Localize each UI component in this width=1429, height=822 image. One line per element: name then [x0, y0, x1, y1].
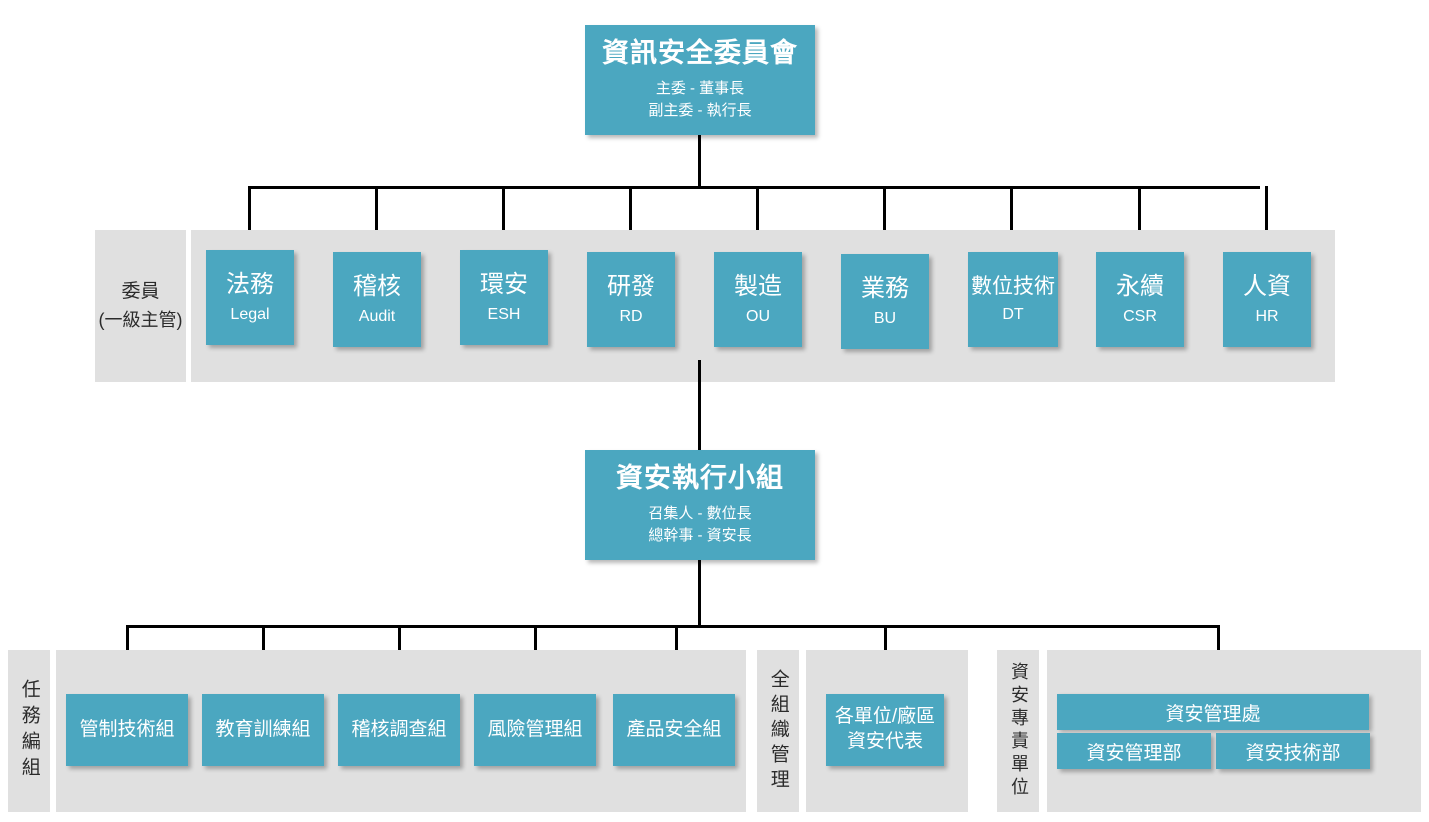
connector-committee-trunk [698, 135, 701, 188]
node-information-security-committee[interactable]: 資訊安全委員會 主委 - 董事長 副主委 - 執行長 [585, 25, 815, 135]
committee-member-esh-zh: 環安 [480, 271, 528, 299]
task-force-group-risk-management-label: 風險管理組 [487, 718, 583, 740]
committee-member-csr-en: CSR [1123, 307, 1157, 325]
connector-drop-rd [629, 186, 632, 250]
committee-member-ou[interactable]: 製造 OU [714, 252, 802, 347]
org-wide-representative-line-2: 資安代表 [846, 731, 923, 752]
org-wide-side-label: 全組織管理 [757, 650, 799, 812]
org-wide-side-label-stack: 全組織管理 [767, 668, 789, 794]
committee-side-label-line-1: 委員 [121, 281, 160, 303]
connector-drop-hr [1265, 186, 1268, 250]
committee-member-ou-en: OU [746, 307, 770, 325]
committee-member-dt-zh: 數位技術 [971, 274, 1055, 298]
org-wide-representative-line-1: 各單位/廠區 [834, 706, 936, 728]
dedicated-unit-head-office-label: 資安管理處 [1165, 703, 1261, 725]
committee-member-legal[interactable]: 法務 Legal [206, 250, 294, 345]
dedicated-unit-technology-dept-label: 資安技術部 [1245, 742, 1341, 764]
committee-member-dt-en: DT [1002, 306, 1024, 324]
committee-member-legal-zh: 法務 [226, 271, 274, 299]
connector-drop-bu [883, 186, 886, 250]
committee-side-label: 委員 (一級主管) [95, 230, 186, 382]
task-force-side-label-stack: 任務編組 [18, 679, 40, 783]
dedicated-unit-side-label-stack: 資安專責單位 [1008, 662, 1029, 800]
committee-member-rd[interactable]: 研發 RD [587, 252, 675, 347]
committee-member-bu-zh: 業務 [861, 275, 909, 303]
committee-member-csr[interactable]: 永續 CSR [1096, 252, 1184, 347]
dedicated-unit-side-label: 資安專責單位 [997, 650, 1039, 812]
committee-member-ou-zh: 製造 [734, 273, 782, 301]
committee-member-hr-zh: 人資 [1243, 273, 1291, 301]
execution-team-sub-secretary: 總幹事 - 資安長 [648, 527, 752, 545]
connector-bottom-bus [126, 625, 1219, 628]
committee-member-csr-zh: 永續 [1116, 273, 1164, 301]
committee-member-audit-en: Audit [358, 307, 396, 325]
committee-title: 資訊安全委員會 [602, 38, 798, 69]
committee-member-bu-en: BU [873, 309, 897, 327]
connector-drop-csr [1138, 186, 1141, 250]
committee-member-rd-zh: 研發 [607, 273, 655, 301]
connector-drop-esh [502, 186, 505, 250]
dedicated-unit-panel [1047, 650, 1421, 812]
task-force-group-training-label: 教育訓練組 [215, 718, 311, 740]
committee-member-dt[interactable]: 數位技術 DT [968, 252, 1058, 347]
committee-sub-chair: 主委 - 董事長 [655, 79, 745, 97]
execution-team-sub-convener: 召集人 - 數位長 [648, 504, 752, 522]
committee-member-bu[interactable]: 業務 BU [841, 254, 929, 349]
committee-sub-vice-chair: 副主委 - 執行長 [648, 102, 752, 120]
committee-member-audit[interactable]: 稽核 Audit [333, 252, 421, 347]
task-force-group-control-tech-label: 管制技術組 [79, 718, 175, 740]
connector-bottom-trunk [698, 560, 701, 628]
committee-side-label-line-2: (一級主管) [98, 309, 183, 330]
committee-member-hr-en: HR [1255, 307, 1279, 325]
committee-member-rd-en: RD [619, 307, 643, 325]
node-security-execution-team[interactable]: 資安執行小組 召集人 - 數位長 總幹事 - 資安長 [585, 450, 815, 560]
execution-team-title: 資安執行小組 [616, 463, 784, 494]
org-wide-security-representative[interactable]: 各單位/廠區 資安代表 [826, 694, 944, 766]
task-force-group-training[interactable]: 教育訓練組 [202, 694, 324, 766]
connector-committee-bus [248, 186, 1260, 189]
connector-mid-node-up [698, 360, 701, 450]
dedicated-unit-management-dept[interactable]: 資安管理部 [1057, 733, 1211, 769]
committee-member-esh[interactable]: 環安 ESH [460, 250, 548, 345]
connector-drop-dt [1010, 186, 1013, 250]
task-force-group-audit-investigation-label: 稽核調查組 [351, 718, 447, 740]
connector-drop-ou [756, 186, 759, 250]
committee-member-legal-en: Legal [230, 305, 270, 323]
dedicated-unit-management-dept-label: 資安管理部 [1086, 742, 1182, 764]
task-force-group-product-security[interactable]: 產品安全組 [613, 694, 735, 766]
task-force-group-product-security-label: 產品安全組 [626, 718, 722, 740]
task-force-group-audit-investigation[interactable]: 稽核調查組 [338, 694, 460, 766]
connector-drop-legal [248, 186, 251, 250]
committee-member-audit-zh: 稽核 [353, 273, 401, 301]
task-force-side-label: 任務編組 [8, 650, 50, 812]
dedicated-unit-technology-dept[interactable]: 資安技術部 [1216, 733, 1370, 769]
connector-drop-audit [375, 186, 378, 250]
committee-member-hr[interactable]: 人資 HR [1223, 252, 1311, 347]
task-force-group-control-tech[interactable]: 管制技術組 [66, 694, 188, 766]
task-force-group-risk-management[interactable]: 風險管理組 [474, 694, 596, 766]
committee-member-esh-en: ESH [487, 305, 521, 323]
dedicated-unit-head-office[interactable]: 資安管理處 [1057, 694, 1369, 730]
